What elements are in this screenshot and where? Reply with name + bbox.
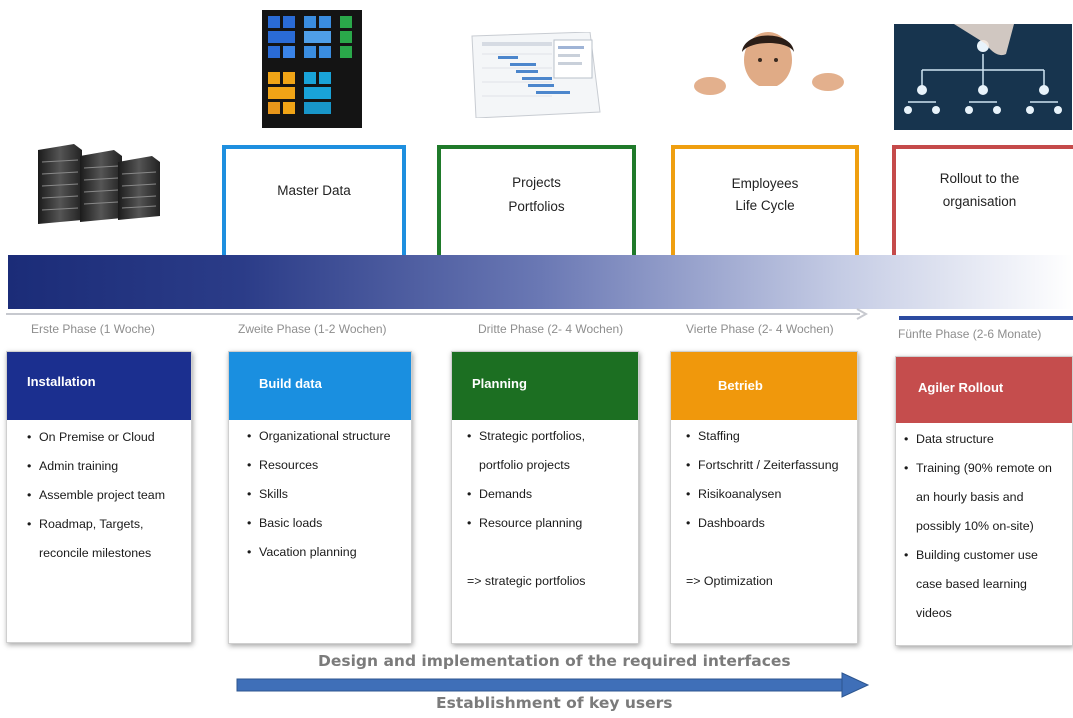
timeline-arrow-line bbox=[6, 313, 860, 315]
life-cycle-label: Life Cycle bbox=[735, 198, 795, 213]
phase-label-4: Vierte Phase (2- 4 Wochen) bbox=[686, 322, 834, 336]
list-spacer bbox=[467, 538, 585, 567]
list-item: Strategic portfolios, bbox=[467, 422, 585, 451]
portfolios-label: Portfolios bbox=[508, 199, 565, 214]
build-data-card: Build data Organizational structure Reso… bbox=[228, 351, 412, 644]
phase-label-3: Dritte Phase (2- 4 Wochen) bbox=[478, 322, 624, 336]
employees-label: Employees bbox=[731, 176, 799, 191]
list-item: case based learning bbox=[916, 577, 1027, 591]
list-item: On Premise or Cloud bbox=[27, 423, 165, 452]
list-item: => strategic portfolios bbox=[467, 574, 586, 588]
list-item: Vacation planning bbox=[247, 538, 391, 567]
list-item: Resource planning bbox=[467, 509, 585, 538]
installation-title: Installation bbox=[27, 374, 96, 389]
build-data-items: Organizational structure Resources Skill… bbox=[247, 422, 391, 567]
betrieb-card: Betrieb Staffing Fortschritt / Zeiterfas… bbox=[670, 351, 858, 644]
org-chart-hand-image bbox=[894, 24, 1072, 130]
list-item: Dashboards bbox=[686, 509, 838, 538]
list-item: Roadmap, Targets, bbox=[27, 510, 165, 539]
betrieb-title: Betrieb bbox=[718, 378, 763, 393]
agiler-rollout-card: Agiler Rollout Data structure Training (… bbox=[895, 356, 1073, 646]
projects-portfolios-frame: Projects Portfolios bbox=[437, 145, 636, 257]
server-racks-image bbox=[34, 140, 164, 230]
phase-label-5: Fünfte Phase (2-6 Monate) bbox=[898, 327, 1042, 341]
list-item: Basic loads bbox=[247, 509, 391, 538]
list-item: Resources bbox=[247, 451, 391, 480]
timeline-gradient-band bbox=[8, 255, 1073, 309]
interfaces-caption: Design and implementation of the require… bbox=[318, 652, 791, 670]
list-item: Admin training bbox=[27, 452, 165, 481]
man-peeking-image bbox=[680, 30, 850, 100]
planning-header: Planning bbox=[452, 352, 638, 420]
build-data-header: Build data bbox=[229, 352, 411, 420]
projects-label: Projects bbox=[512, 175, 561, 190]
fifth-phase-rule bbox=[899, 316, 1073, 320]
betrieb-header: Betrieb bbox=[671, 352, 857, 420]
list-item: Risikoanalysen bbox=[686, 480, 838, 509]
list-item: => Optimization bbox=[686, 574, 773, 588]
master-data-label: Master Data bbox=[277, 183, 351, 198]
master-data-frame: Master Data bbox=[222, 145, 406, 257]
phase-label-1: Erste Phase (1 Woche) bbox=[31, 322, 155, 336]
list-item: videos bbox=[916, 606, 952, 620]
rollout-frame: Rollout to the organisation bbox=[892, 145, 1073, 257]
organisation-label: organisation bbox=[942, 194, 1017, 209]
betrieb-items: Staffing Fortschritt / Zeiterfassung Ris… bbox=[686, 422, 838, 596]
tile-dashboard-image bbox=[262, 10, 362, 130]
list-item: Building customer use bbox=[904, 541, 1052, 570]
rollout-label: Rollout to the bbox=[939, 171, 1020, 186]
planning-items: Strategic portfolios, portfolio projects… bbox=[467, 422, 585, 596]
planning-card: Planning Strategic portfolios, portfolio… bbox=[451, 351, 639, 644]
phase-label-2: Zweite Phase (1-2 Wochen) bbox=[238, 322, 387, 336]
list-item: Training (90% remote on bbox=[904, 454, 1052, 483]
list-item: Data structure bbox=[904, 425, 1052, 454]
installation-card: Installation On Premise or Cloud Admin t… bbox=[6, 351, 192, 643]
agiler-rollout-header: Agiler Rollout bbox=[896, 357, 1072, 423]
list-spacer bbox=[686, 538, 838, 567]
list-item: an hourly basis and bbox=[916, 490, 1024, 504]
list-item: Assemble project team bbox=[27, 481, 165, 510]
list-item: Fortschritt / Zeiterfassung bbox=[686, 451, 838, 480]
list-item: Demands bbox=[467, 480, 585, 509]
installation-items: On Premise or Cloud Admin training Assem… bbox=[27, 423, 165, 568]
list-item: portfolio projects bbox=[479, 458, 570, 472]
list-item: Skills bbox=[247, 480, 391, 509]
planning-title: Planning bbox=[472, 376, 527, 391]
list-item: reconcile milestones bbox=[39, 546, 152, 560]
employees-life-cycle-frame: Employees Life Cycle bbox=[671, 145, 859, 257]
key-users-caption: Establishment of key users bbox=[436, 694, 673, 712]
agiler-rollout-items: Data structure Training (90% remote on a… bbox=[904, 425, 1052, 628]
key-users-arrow bbox=[236, 672, 870, 698]
list-item: possibly 10% on-site) bbox=[916, 519, 1034, 533]
installation-header: Installation bbox=[7, 352, 191, 420]
list-item: Staffing bbox=[686, 422, 838, 451]
gantt-screenshot-image bbox=[470, 31, 602, 119]
list-item: Organizational structure bbox=[247, 422, 391, 451]
timeline-arrow-head bbox=[856, 308, 868, 320]
agiler-rollout-title: Agiler Rollout bbox=[918, 380, 1004, 395]
build-data-title: Build data bbox=[259, 376, 322, 391]
